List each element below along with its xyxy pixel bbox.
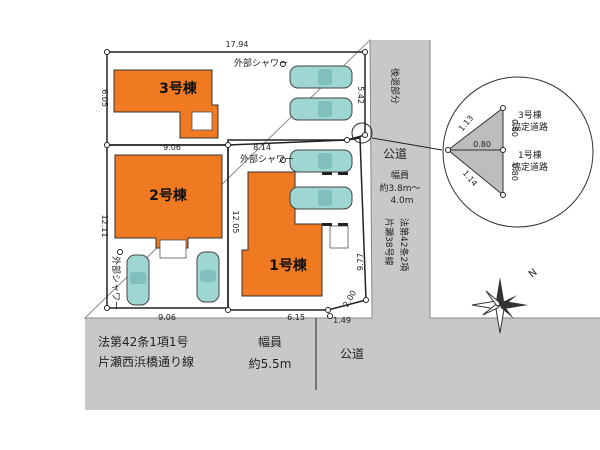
bottom-road-name: 片瀬西浜橋通り線 <box>98 354 194 369</box>
dim-bottom-left: 9.06 <box>158 313 176 322</box>
wheel-stops <box>322 172 348 226</box>
side-road <box>85 40 600 410</box>
inset-b3-label-1: 3号棟 <box>518 109 542 121</box>
shower-label-1: 外部シャワー <box>240 153 294 165</box>
bottom-road-width-value: 約5.5m <box>249 356 292 371</box>
inset-leader <box>371 137 443 151</box>
bottom-road-width-label: 幅員 <box>258 334 282 349</box>
road-edge <box>429 40 600 319</box>
dim-corner: 2.00 <box>341 289 358 309</box>
lot-corners <box>104 49 369 313</box>
side-road-width-value2: 4.0m <box>390 196 413 206</box>
compass-rose <box>471 277 528 334</box>
dim-mid-vert: 12.05 <box>231 211 240 234</box>
side-road-width-label: 幅員 <box>391 169 409 181</box>
dim-right-top: 5.42 <box>356 86 365 104</box>
shower-label-2: 外部シャワー <box>110 256 122 310</box>
entrance-steps <box>159 111 349 259</box>
dim-left-mid: 12.11 <box>100 215 109 238</box>
dim-top: 17.94 <box>226 40 249 49</box>
inset-b1-label-1: 1号棟 <box>518 149 542 161</box>
car-windows <box>130 69 332 284</box>
bottom-road-law: 法第42条1項1号 <box>98 335 189 349</box>
compass-north: N <box>527 267 540 280</box>
side-road-route: 片瀬38号線 <box>383 218 395 265</box>
building-1-label: 1号棟 <box>269 257 308 274</box>
side-road-law: 法第42条2項 <box>398 218 410 271</box>
inset-dim-2: 0.80 <box>510 119 519 137</box>
inset-dim-5: 0.80 <box>510 163 519 181</box>
building-3-label: 3号棟 <box>159 80 198 97</box>
side-road-width-value: 約3.8m〜 <box>379 182 420 194</box>
side-road-name: 公道 <box>383 147 407 161</box>
inset-b1-label-2: 協定道路 <box>512 161 548 173</box>
building-2-label: 2号棟 <box>149 187 188 204</box>
bottom-road-type: 公道 <box>340 347 364 361</box>
dim-right-lower: 9.77 <box>356 253 365 271</box>
shower-label-3: 外部シャワー <box>234 57 288 69</box>
inset-dim-3: 0.80 <box>473 140 491 149</box>
dim-mid-width: 9.06 <box>163 143 181 152</box>
dim-bottom-right: 6.15 <box>287 313 305 322</box>
inset-detail <box>442 76 594 228</box>
dim-bottom-small: 1.49 <box>333 316 351 325</box>
inset-b3-label-2: 協定道路 <box>512 121 548 133</box>
building-2 <box>114 154 223 249</box>
dim-right-mid: 8.14 <box>253 143 271 152</box>
setback-marker <box>351 122 373 144</box>
dim-left-top: 6.05 <box>100 89 109 107</box>
setback-label: 後退部分 <box>389 68 401 104</box>
